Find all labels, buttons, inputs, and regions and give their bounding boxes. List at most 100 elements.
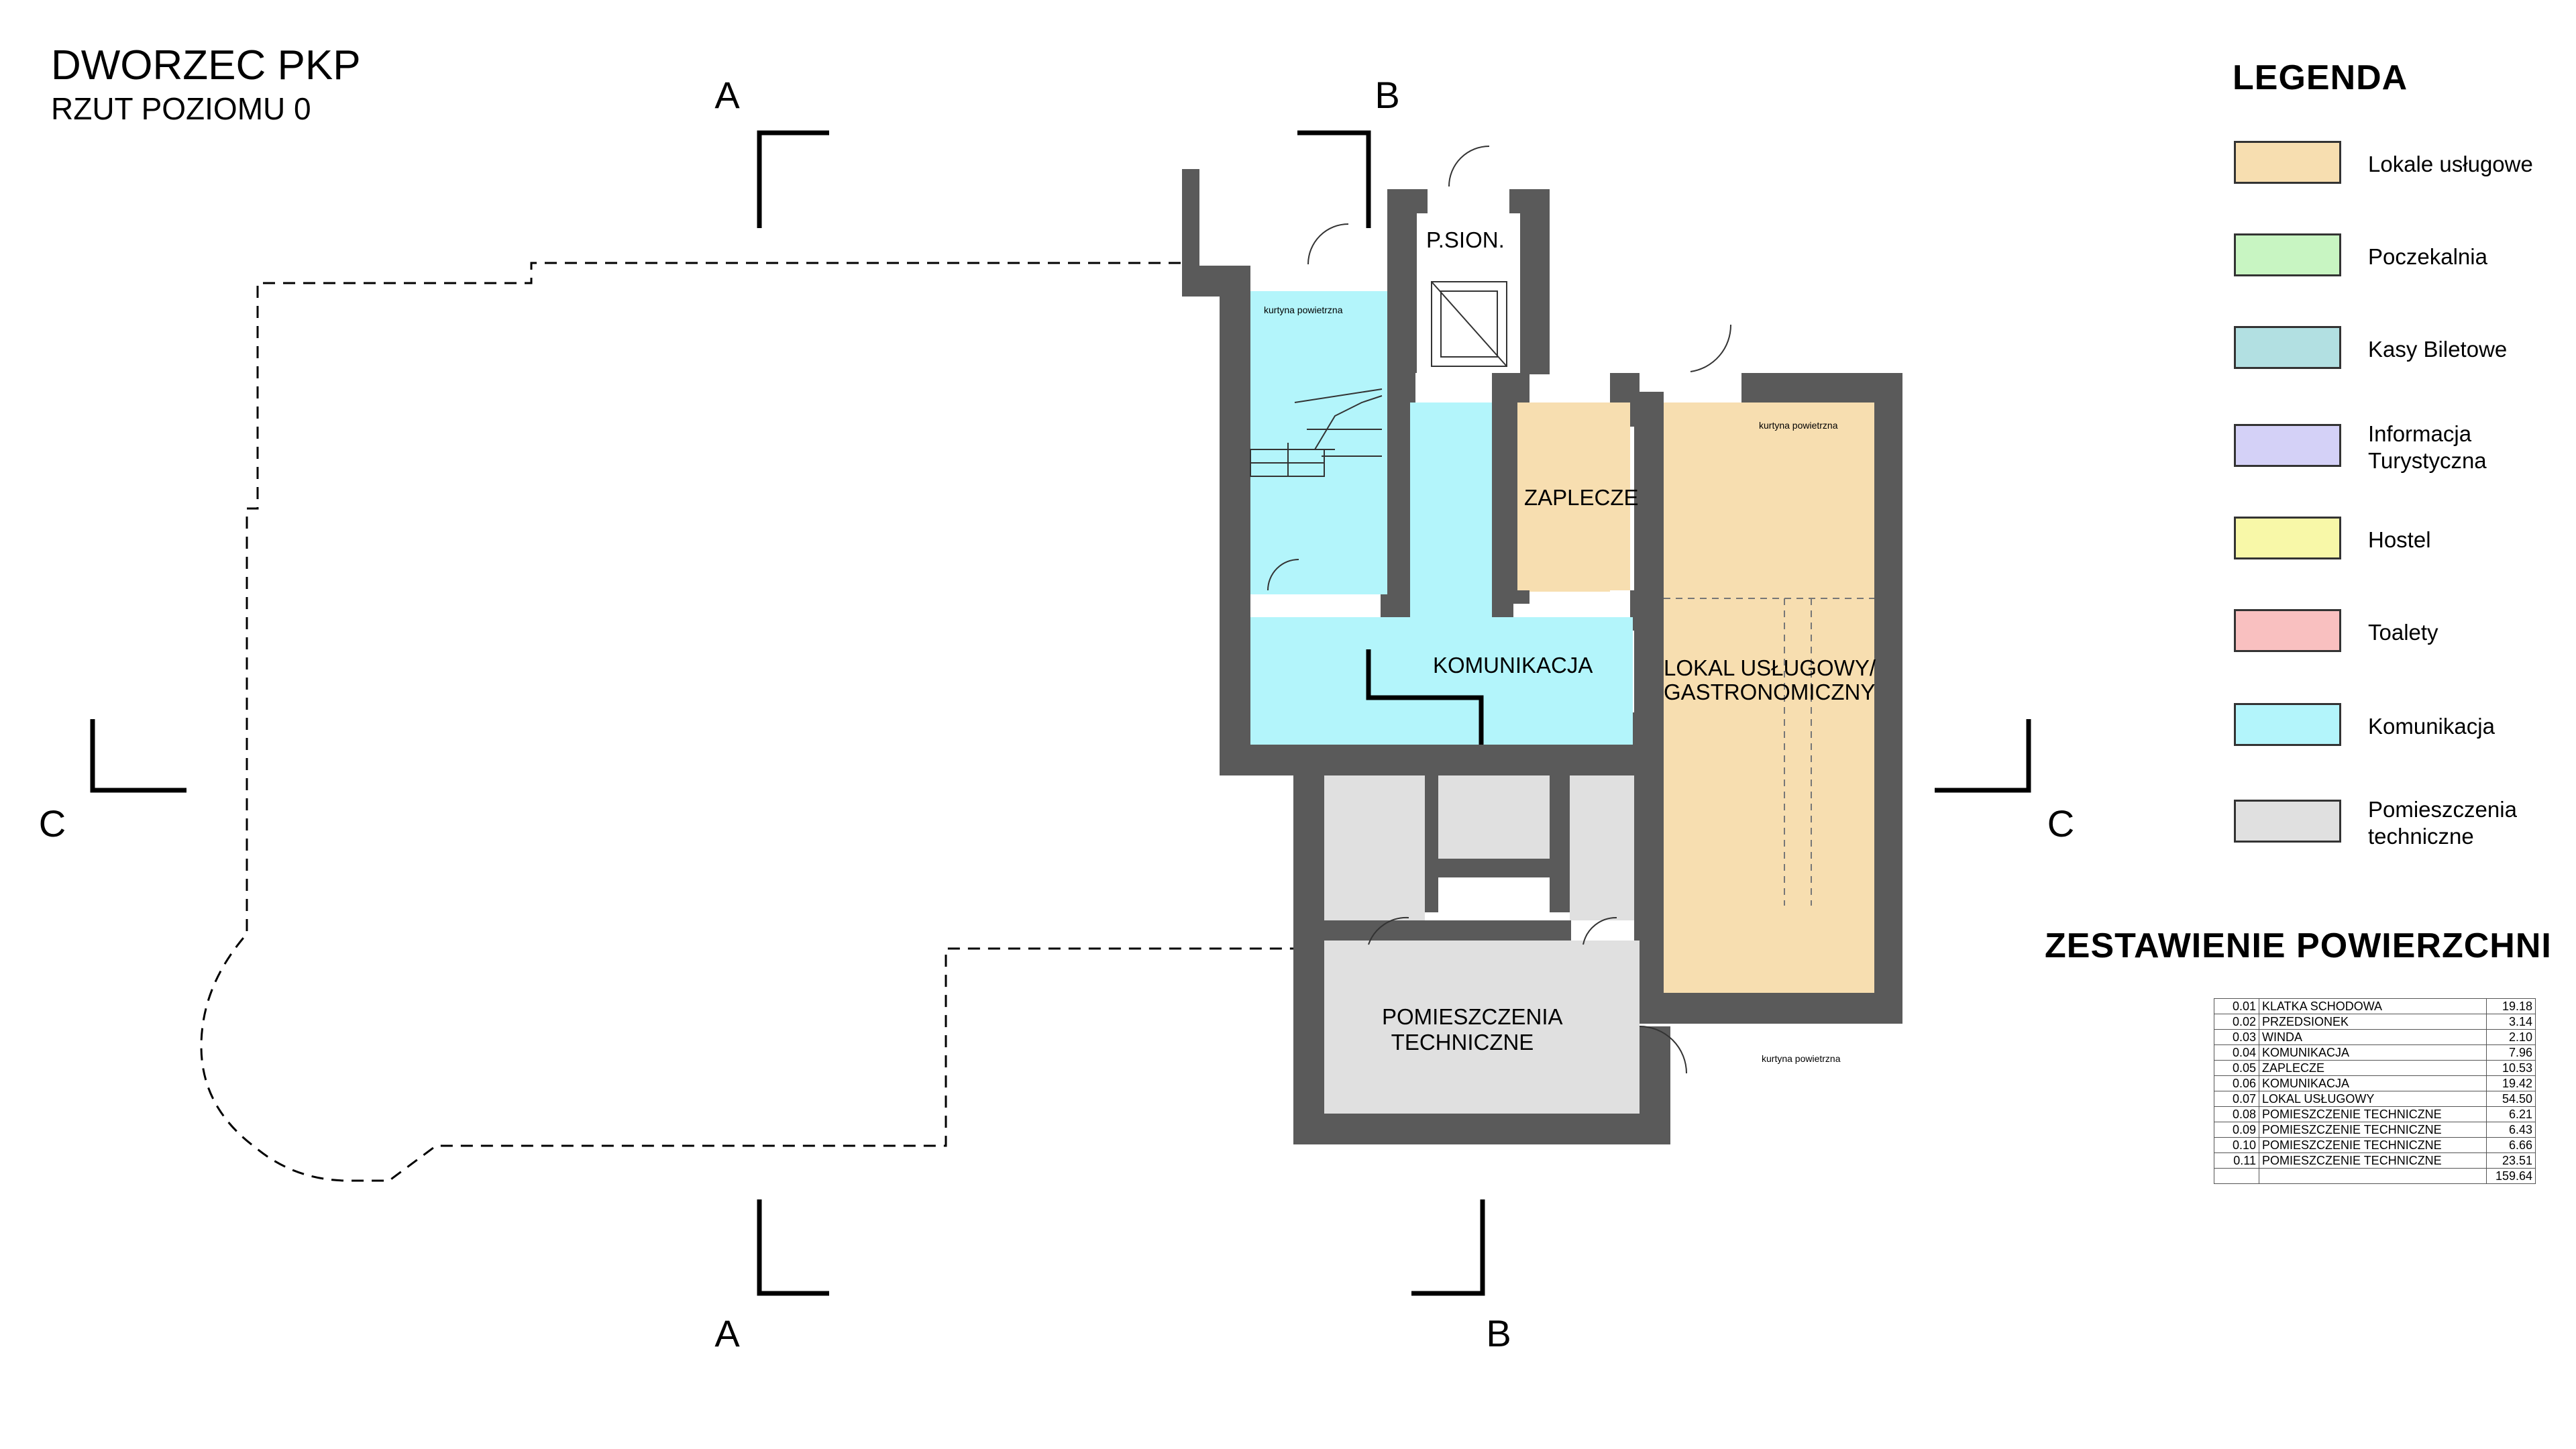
row-name: ZAPLECZE [2259, 1060, 2487, 1076]
legend-title: LEGENDA [2233, 58, 2408, 97]
row-name: LOKAL USŁUGOWY [2259, 1091, 2487, 1107]
legend-label: Komunikacja [2368, 714, 2495, 739]
lift [1431, 281, 1507, 367]
section-label-a-bottom: A [714, 1312, 740, 1354]
row-name: POMIESZCZENIE TECHNICZNE [2259, 1106, 2487, 1122]
room-label-psion: P.SION. [1426, 227, 1505, 252]
row-area: 19.42 [2486, 1075, 2536, 1091]
row-number: 0.08 [2214, 1106, 2259, 1122]
row-area: 3.14 [2486, 1014, 2536, 1030]
room-label-tech-2: TECHNICZNE [1391, 1030, 1534, 1055]
legend-item: Poczekalnia [2234, 233, 2563, 280]
section-markers [90, 130, 2031, 1296]
legend-item: Komunikacja [2234, 703, 2563, 750]
legend-item: Lokale usługowe [2234, 141, 2563, 188]
room-label-tech-1: POMIESZCZENIA [1382, 1004, 1563, 1029]
row-area: 6.21 [2486, 1106, 2536, 1122]
room-tech-1 [1324, 775, 1425, 920]
row-name: POMIESZCZENIE TECHNICZNE [2259, 1122, 2487, 1138]
section-label-c-left: C [38, 802, 66, 845]
legend-swatch [2234, 609, 2341, 652]
row-number: 0.03 [2214, 1029, 2259, 1045]
legend-label: Toalety [2368, 620, 2438, 645]
row-number: 0.02 [2214, 1014, 2259, 1030]
row-name: WINDA [2259, 1029, 2487, 1045]
row-number: 0.06 [2214, 1075, 2259, 1091]
row-area: 2.10 [2486, 1029, 2536, 1045]
row-number: 0.04 [2214, 1044, 2259, 1061]
table-total-row: 159.64 [2214, 1168, 2536, 1184]
curtain-label-2: kurtyna powietrzna [1759, 420, 1838, 431]
room-psion [1417, 213, 1520, 373]
existing-building-outline [200, 262, 1315, 1182]
door-swings [1267, 146, 1732, 1074]
room-zaplecze-b [1517, 402, 1630, 590]
legend-label: Lokale usługowe [2368, 152, 2533, 176]
room-label-zaplecze: ZAPLECZE [1524, 485, 1639, 510]
legend-label: Kasy Biletowe [2368, 337, 2508, 362]
row-name: KLATKA SCHODOWA [2259, 998, 2487, 1014]
room-tech-3 [1570, 775, 1634, 920]
legend-item: Kasy Biletowe [2234, 326, 2563, 373]
row-number: 0.11 [2214, 1152, 2259, 1169]
row-number: 0.07 [2214, 1091, 2259, 1107]
legend-swatch [2234, 800, 2341, 843]
legend-swatch [2234, 233, 2341, 276]
room-tech-large [1324, 941, 1640, 1114]
summary-title: ZESTAWIENIE POWIERZCHNI [2045, 926, 2552, 965]
curtain-label-3: kurtyna powietrzna [1762, 1053, 1841, 1064]
room-komunikacja [1250, 617, 1633, 745]
total-spacer [2259, 1168, 2487, 1184]
row-area: 6.43 [2486, 1122, 2536, 1138]
legend-swatch [2234, 703, 2341, 746]
dashed-guides [1664, 598, 1874, 906]
row-name: POMIESZCZENIE TECHNICZNE [2259, 1152, 2487, 1169]
row-area: 6.66 [2486, 1137, 2536, 1153]
curtain-label-1: kurtyna powietrzna [1264, 305, 1343, 315]
legend-label: Hostel [2368, 527, 2431, 552]
drawing-title: DWORZEC PKP [51, 42, 361, 89]
legend-item: Hostel [2234, 517, 2563, 564]
legend-item: Toalety [2234, 609, 2563, 656]
row-number: 0.05 [2214, 1060, 2259, 1076]
section-label-c-right: C [2047, 802, 2075, 845]
row-name: PRZEDSIONEK [2259, 1014, 2487, 1030]
row-number: 0.09 [2214, 1122, 2259, 1138]
legend-swatch [2234, 424, 2341, 467]
total-spacer [2214, 1168, 2259, 1184]
row-area: 10.53 [2486, 1060, 2536, 1076]
row-name: KOMUNIKACJA [2259, 1075, 2487, 1091]
stairs [1250, 388, 1383, 477]
row-area: 19.18 [2486, 998, 2536, 1014]
row-name: POMIESZCZENIE TECHNICZNE [2259, 1137, 2487, 1153]
section-label-b-bottom: B [1486, 1312, 1511, 1354]
legend-item: Informacja Turystyczna [2234, 421, 2563, 473]
section-label-b-top: B [1375, 74, 1400, 116]
section-label-a-top: A [714, 74, 740, 116]
legend-swatch [2234, 141, 2341, 184]
legend-label: Pomieszczenia techniczne [2368, 797, 2517, 849]
room-label-lokal-2: GASTRONOMICZNY [1664, 680, 1876, 704]
row-area: 54.50 [2486, 1091, 2536, 1107]
row-number: 0.10 [2214, 1137, 2259, 1153]
row-area: 7.96 [2486, 1044, 2536, 1061]
row-number: 0.01 [2214, 998, 2259, 1014]
room-fills [1250, 213, 1874, 1114]
room-tech-2 [1438, 775, 1550, 859]
legend-swatch [2234, 517, 2341, 559]
legend-label: Informacja Turystyczna [2368, 421, 2487, 473]
room-label-lokal-1: LOKAL USŁUGOWY/ [1664, 655, 1876, 680]
total-area: 159.64 [2486, 1168, 2536, 1184]
room-corridor-vertical [1410, 402, 1492, 617]
